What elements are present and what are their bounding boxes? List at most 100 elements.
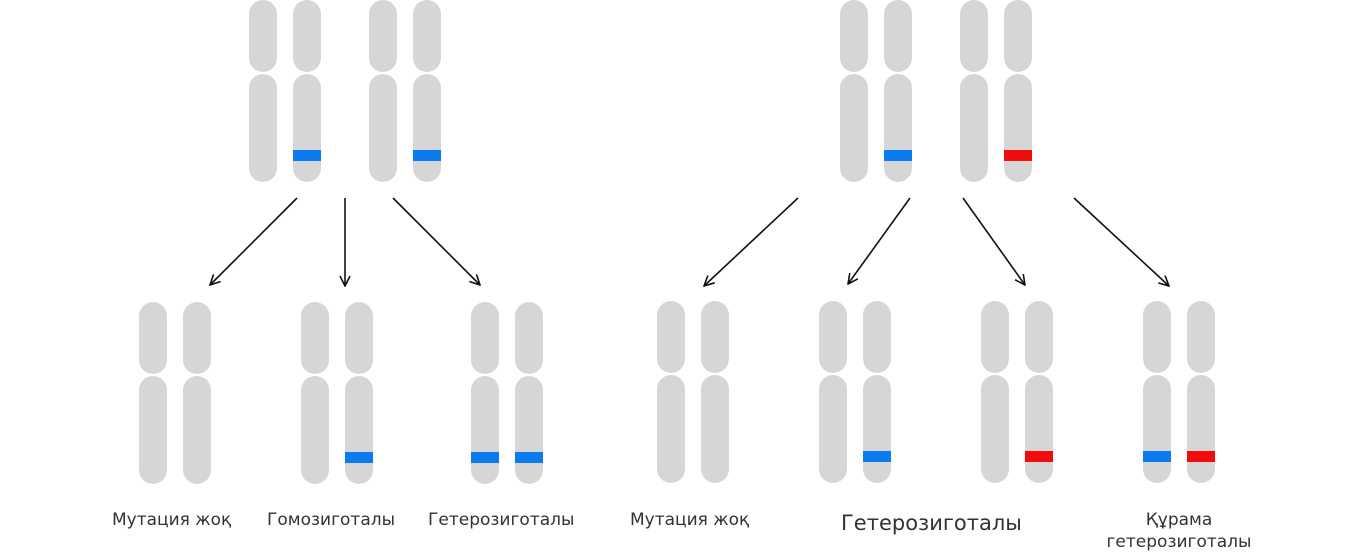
chromosome (657, 301, 685, 483)
right-outcome-1-pair (657, 301, 729, 483)
right-outcome-4-label-line2: гетерозиготалы (1106, 532, 1252, 553)
chromosome-long-arm (139, 376, 167, 484)
chromosome-short-arm (249, 0, 277, 72)
blue-allele-band (515, 452, 543, 463)
blue-allele-band (1143, 451, 1171, 462)
chromosome-long-arm (369, 74, 397, 182)
chromosome (183, 302, 211, 484)
chromosome-long-arm (1025, 375, 1053, 483)
chromosome-short-arm (345, 302, 373, 374)
chromosome (301, 302, 329, 484)
red-allele-band (1187, 451, 1215, 462)
chromosome-long-arm (701, 375, 729, 483)
chromosome-short-arm (413, 0, 441, 72)
chromosome-long-arm (183, 376, 211, 484)
chromosome (1187, 301, 1215, 483)
chromosome-long-arm (960, 74, 988, 182)
chromosome-long-arm (471, 376, 499, 484)
chromosome-short-arm (301, 302, 329, 374)
chromosome-short-arm (1143, 301, 1171, 373)
right-parent-1-pair (840, 0, 912, 182)
blue-allele-band (863, 451, 891, 462)
chromosome-short-arm (701, 301, 729, 373)
right-outcome-2-pair (819, 301, 891, 483)
chromosome-short-arm (819, 301, 847, 373)
chromosome (345, 302, 373, 484)
right-outcome-4-label-line1: Құрама (1145, 510, 1213, 530)
chromosome (884, 0, 912, 182)
chromosome-short-arm (1025, 301, 1053, 373)
blue-allele-band (471, 452, 499, 463)
chromosome-long-arm (345, 376, 373, 484)
left-outcome-3-label: Гетерозиготалы (428, 510, 575, 530)
chromosome-short-arm (1187, 301, 1215, 373)
chromosome (139, 302, 167, 484)
right-parent-2-pair (960, 0, 1032, 182)
chromosome-short-arm (471, 302, 499, 374)
chromosome (471, 302, 499, 484)
blue-allele-band (413, 150, 441, 161)
chromosome (1143, 301, 1171, 483)
chromosome-short-arm (657, 301, 685, 373)
chromosome (249, 0, 277, 182)
red-allele-band (1004, 150, 1032, 161)
chromosome-long-arm (413, 74, 441, 182)
chromosome-long-arm (1143, 375, 1171, 483)
chromosome-short-arm (1004, 0, 1032, 72)
chromosome-short-arm (884, 0, 912, 72)
chromosome-long-arm (840, 74, 868, 182)
offspring-chromosomes (139, 301, 1215, 484)
blue-allele-band (884, 150, 912, 161)
right-outcome-4-label: Құрама гетерозиготалы (1100, 509, 1258, 553)
chromosome-long-arm (657, 375, 685, 483)
chromosome-long-arm (1187, 375, 1215, 483)
chromosome (840, 0, 868, 182)
chromosome (701, 301, 729, 483)
chromosome (1004, 0, 1032, 182)
chromosome-short-arm (293, 0, 321, 72)
chromosome-short-arm (183, 302, 211, 374)
red-allele-band (1025, 451, 1053, 462)
chromosome (293, 0, 321, 182)
blue-allele-band (293, 150, 321, 161)
right-outcome-1-label: Мутация жоқ (630, 510, 750, 530)
chromosome-long-arm (515, 376, 543, 484)
arrow (210, 197, 298, 285)
chromosome (1025, 301, 1053, 483)
left-outcome-1-pair (139, 302, 211, 484)
arrow (392, 197, 480, 285)
chromosome (515, 302, 543, 484)
chromosome (369, 0, 397, 182)
chromosome-short-arm (840, 0, 868, 72)
left-outcome-3-pair (471, 302, 543, 484)
chromosome (960, 0, 988, 182)
chromosome-long-arm (819, 375, 847, 483)
chromosome (819, 301, 847, 483)
left-outcome-2-label: Гомозиготалы (267, 510, 396, 530)
inheritance-arrows (210, 197, 1169, 286)
arrow (704, 197, 799, 286)
chromosome (413, 0, 441, 182)
chromosome-long-arm (301, 376, 329, 484)
chromosome (863, 301, 891, 483)
chromosome-long-arm (293, 74, 321, 182)
left-parent-2-pair (369, 0, 441, 182)
chromosome-long-arm (1004, 74, 1032, 182)
right-outcome-4-pair (1143, 301, 1215, 483)
chromosome-short-arm (981, 301, 1009, 373)
chromosome-short-arm (369, 0, 397, 72)
left-outcome-1-label: Мутация жоқ (112, 510, 232, 530)
chromosome (981, 301, 1009, 483)
chromosome-short-arm (139, 302, 167, 374)
chromosome-short-arm (515, 302, 543, 374)
arrow (962, 197, 1025, 285)
chromosome-long-arm (981, 375, 1009, 483)
chromosome-long-arm (863, 375, 891, 483)
arrow (1073, 197, 1169, 286)
parent-chromosomes (249, 0, 1032, 182)
chromosome-short-arm (863, 301, 891, 373)
left-outcome-2-pair (301, 302, 373, 484)
right-heterozygous-label: Гетерозиготалы (841, 511, 1022, 535)
right-outcome-3-pair (981, 301, 1053, 483)
